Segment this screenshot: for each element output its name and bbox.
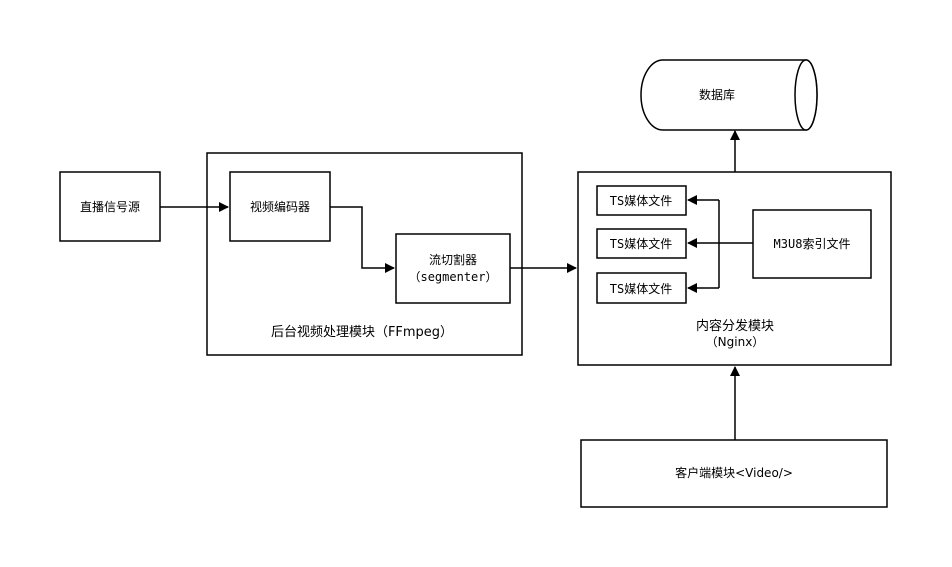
ts-file-label: TS媒体文件 bbox=[610, 193, 672, 208]
client-module-label: 客户端模块<Video/> bbox=[675, 465, 793, 480]
database-node: 数据库 bbox=[640, 59, 818, 131]
m3u8-index-label: M3U8索引文件 bbox=[774, 236, 851, 251]
backend-module-label: 后台视频处理模块（FFmpeg） bbox=[271, 325, 453, 340]
stream-segmenter-node: 流切割器 （segmenter） bbox=[395, 233, 511, 304]
signal-source-label: 直播信号源 bbox=[80, 200, 140, 214]
m3u8-index-node: M3U8索引文件 bbox=[752, 209, 872, 279]
content-module-sublabel: （Nginx） bbox=[706, 335, 765, 349]
stream-segmenter-sublabel: （segmenter） bbox=[408, 270, 497, 284]
video-encoder-label: 视频编码器 bbox=[250, 199, 310, 214]
arrow-encoder-to-segmenter bbox=[330, 206, 395, 273]
database-label: 数据库 bbox=[699, 87, 735, 102]
signal-source-node: 直播信号源 bbox=[59, 171, 161, 242]
client-module-node: 客户端模块<Video/> bbox=[580, 439, 888, 508]
stream-segmenter-label: 流切割器 bbox=[429, 252, 477, 267]
ts-file-label: TS媒体文件 bbox=[610, 281, 672, 296]
video-encoder-node: 视频编码器 bbox=[229, 171, 331, 242]
ts-file-node-1: TS媒体文件 bbox=[596, 185, 687, 216]
content-module-label: 内容分发模块 bbox=[696, 318, 774, 334]
ts-file-label: TS媒体文件 bbox=[610, 236, 672, 251]
ts-file-node-3: TS媒体文件 bbox=[596, 272, 687, 304]
ts-file-node-2: TS媒体文件 bbox=[596, 228, 687, 259]
